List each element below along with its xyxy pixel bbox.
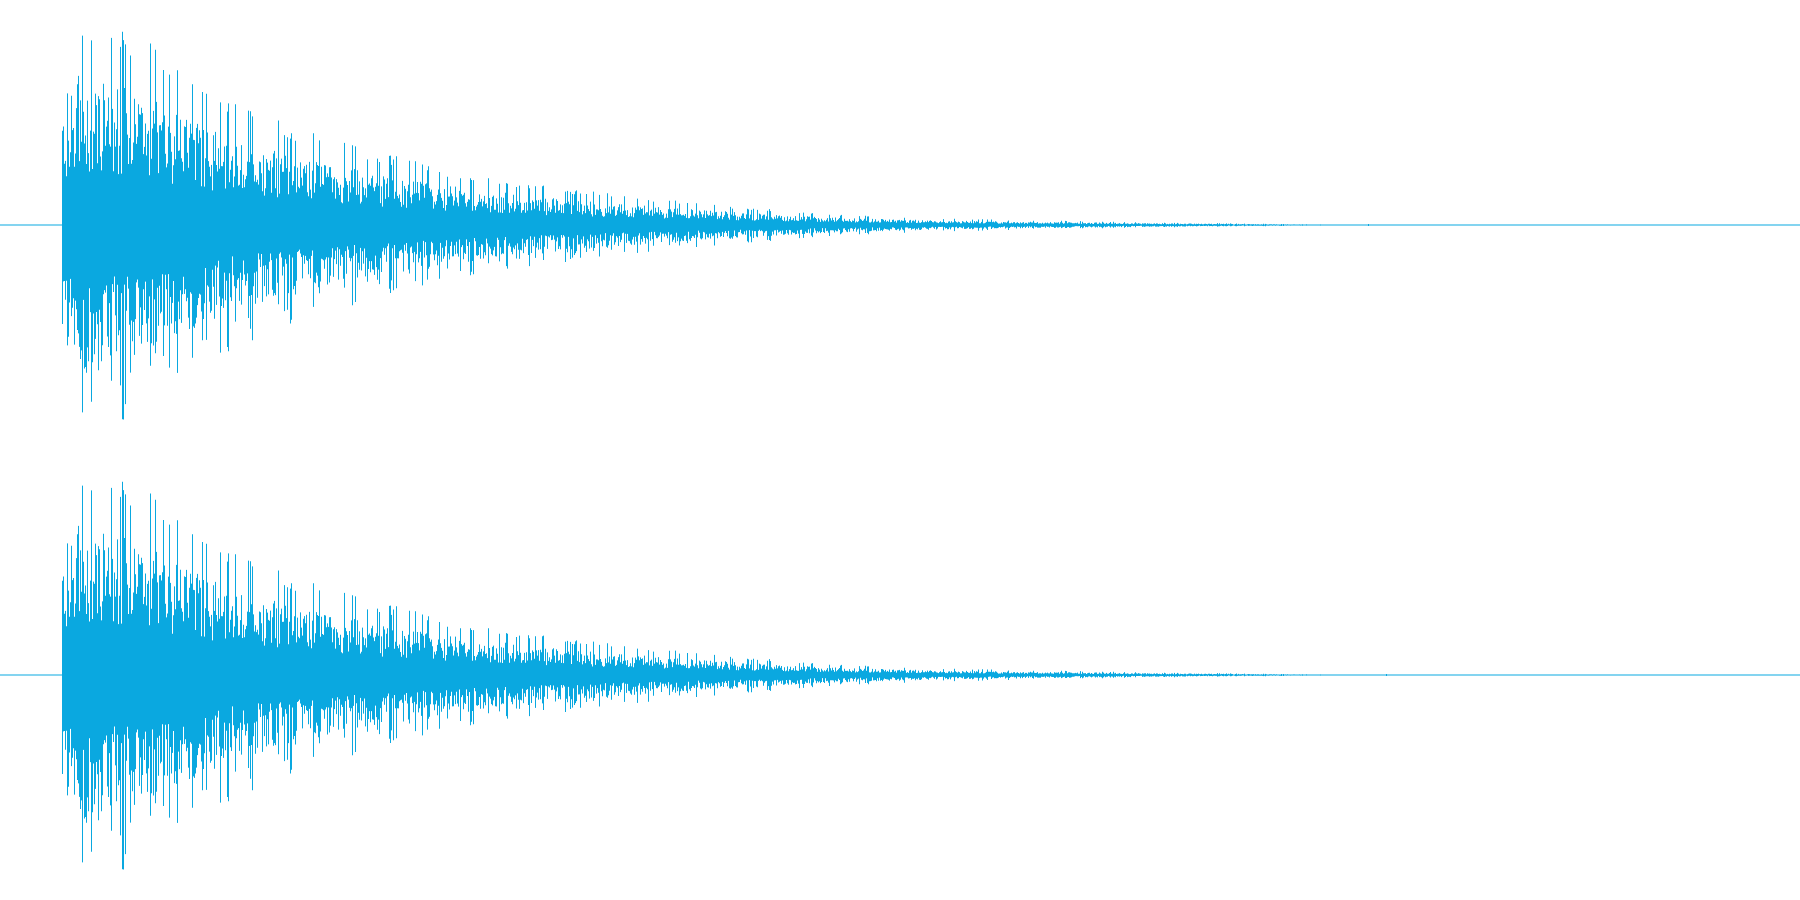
channel-1-waveform <box>62 31 1363 420</box>
channel-1-track <box>0 31 1800 420</box>
channel-2-track <box>0 481 1800 870</box>
channel-2-waveform <box>62 481 1363 870</box>
